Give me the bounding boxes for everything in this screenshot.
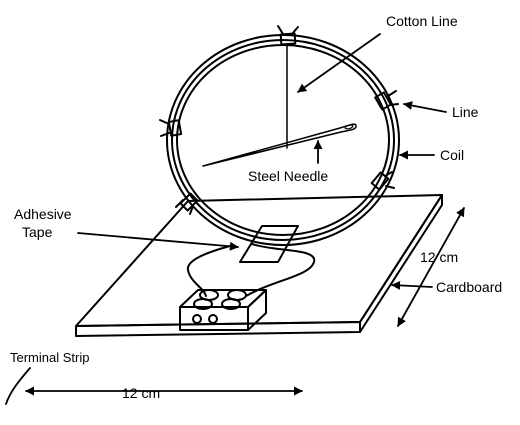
wire-leads — [186, 243, 316, 297]
adhesive-tape-label-line1: Adhesive — [14, 206, 72, 222]
terminal-strip-label: Terminal Strip — [10, 350, 89, 365]
cardboard-label: Cardboard — [436, 279, 502, 295]
coil-ring — [166, 34, 400, 246]
dimension-label-horizontal: 12 cm — [122, 385, 160, 401]
adhesive-tape — [239, 225, 299, 263]
coil-label: Coil — [440, 147, 464, 163]
cardboard-base — [75, 194, 443, 337]
dimension-label-vertical: 12 cm — [420, 249, 458, 265]
steel-needle — [202, 123, 357, 167]
adhesive-tape-label-line2: Tape — [22, 224, 53, 240]
steel-needle-label: Steel Needle — [248, 168, 328, 184]
cotton-line-label: Cotton Line — [386, 13, 458, 29]
line-label: Line — [452, 104, 479, 120]
coil-ties — [159, 25, 399, 215]
callout-arrows — [5, 33, 465, 405]
terminal-strip — [179, 289, 267, 331]
